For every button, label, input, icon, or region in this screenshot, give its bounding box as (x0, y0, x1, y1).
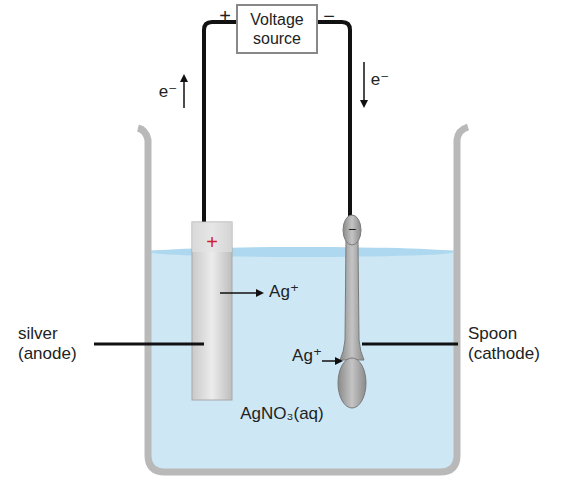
electron-arrow (183, 76, 185, 108)
solution-label: AgNO₃(aq) (240, 404, 323, 424)
ion-label: Ag⁺ (269, 282, 299, 302)
leader-line (362, 343, 458, 346)
ion-arrow (220, 292, 262, 294)
voltage-source-box: Voltage source (236, 4, 318, 54)
spoon-end (343, 215, 361, 245)
spoon-handle (340, 240, 364, 360)
beaker (138, 127, 468, 472)
spoon-bowl (338, 358, 366, 408)
part-name: silver (anode) (18, 324, 98, 364)
silver-anode (192, 222, 232, 400)
electron-label: e⁻ (371, 70, 389, 90)
terminal-sign: − (323, 4, 335, 28)
box-label: Voltage source (246, 10, 308, 48)
wire (204, 22, 236, 222)
cathode-sign: − (348, 221, 356, 238)
wire (318, 22, 350, 220)
terminal-sign: + (219, 4, 231, 28)
electron-label: e⁻ (159, 82, 177, 102)
anode-sign: + (206, 230, 218, 254)
leader-line (94, 343, 204, 346)
part-name: Spoon (cathode) (468, 324, 564, 364)
ion-arrow (322, 360, 341, 362)
ion-label: Ag⁺ (292, 346, 322, 366)
electron-arrow (363, 62, 365, 106)
